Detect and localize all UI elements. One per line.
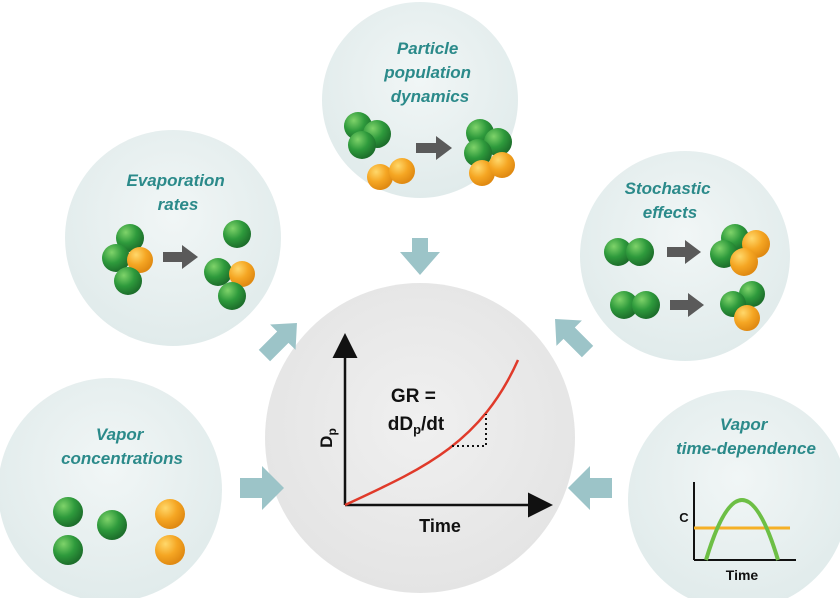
vapor-concentrations-circle	[0, 378, 222, 598]
particle-population-after	[464, 119, 515, 186]
center-x-label: Time	[419, 516, 461, 536]
green-particle	[114, 267, 142, 295]
stochastic-row-2-after	[720, 281, 765, 331]
green-particle	[632, 291, 660, 319]
orange-particle	[469, 160, 495, 186]
evaporation-before	[102, 224, 153, 295]
connector-arrow-top	[400, 238, 440, 275]
orange-particle	[389, 158, 415, 184]
growth-curve	[344, 359, 520, 507]
connector-arrow-right	[568, 466, 612, 510]
stochastic-row-2-before	[610, 291, 660, 319]
vapor-green-curve	[704, 498, 780, 561]
orange-particle	[229, 261, 255, 287]
green-particle	[348, 131, 376, 159]
right-arrow-icon	[416, 136, 452, 160]
orange-particle	[155, 499, 185, 529]
green-particle	[116, 224, 144, 252]
orange-particle	[367, 164, 393, 190]
mini-x-label: Time	[726, 567, 759, 583]
connector-arrow-upper-right	[555, 319, 594, 358]
green-particle	[464, 139, 492, 167]
right-arrow-icon	[667, 240, 701, 264]
center-chart: Dp Time GR = dDp/dt	[317, 333, 553, 536]
vapor-time-title: Vapor time-dependence	[676, 415, 816, 458]
orange-particle	[489, 152, 515, 178]
evaporation-title: Evaporation rates	[127, 171, 230, 214]
green-particle	[626, 238, 654, 266]
evaporation-after	[204, 220, 255, 310]
right-arrow-icon	[163, 245, 198, 269]
green-particle	[53, 535, 83, 565]
orange-particle	[155, 535, 185, 565]
green-particle	[102, 244, 130, 272]
stochastic-row-1-before	[604, 238, 654, 266]
growth-rate-formula: GR = dDp/dt	[388, 386, 445, 437]
green-particle	[604, 238, 632, 266]
green-particle	[218, 282, 246, 310]
stochastic-title: Stochastic effects	[625, 179, 716, 222]
connector-arrow-upper-left	[258, 323, 297, 362]
orange-particle	[127, 247, 153, 273]
green-particle	[610, 291, 638, 319]
connector-arrow-left	[240, 466, 284, 510]
green-particle	[223, 220, 251, 248]
green-particle	[97, 510, 127, 540]
green-particle	[53, 497, 83, 527]
stochastic-row-1-after	[710, 224, 770, 276]
mini-y-label: C	[679, 510, 689, 525]
vapor-time-mini-chart: C Time	[679, 482, 796, 583]
center-y-label: Dp	[317, 428, 339, 448]
orange-particle	[734, 305, 760, 331]
vapor-time-circle	[628, 390, 840, 598]
vapor-concentrations-title: Vapor concentrations	[61, 425, 183, 468]
right-arrow-icon	[670, 293, 704, 317]
particle-population-before	[344, 112, 415, 190]
vapor-concentrations-particles	[53, 497, 185, 565]
particle-population-title: Particle population dynamics	[383, 39, 476, 106]
tangent-dotted-lines	[452, 414, 487, 447]
orange-particle	[730, 248, 758, 276]
center-circle	[265, 283, 575, 593]
green-particle	[204, 258, 232, 286]
